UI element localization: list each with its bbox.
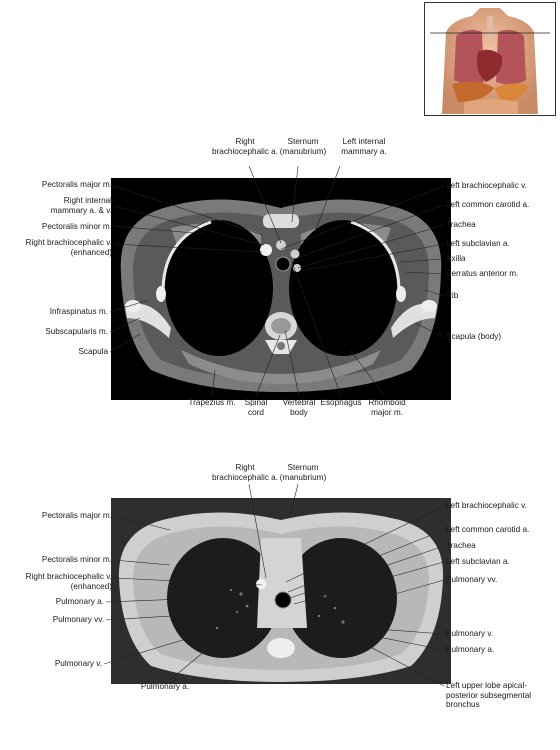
label-pulmonary-a-left: Pulmonary a. [55, 597, 104, 606]
label-left-brachiocephalic-v-2: Left brachiocephalic v. [446, 501, 527, 510]
label-pulmonary-a-bottom: Pulmonary a. [140, 682, 190, 691]
label-right-internal-mammary: Right internal mammary a. & v. [50, 196, 112, 215]
label-right-brachiocephalic-v-2: Right brachiocephalic v. (enhanced) [25, 572, 112, 591]
label-sternum: Sternum (manubrium) [279, 137, 327, 156]
label-rib: Rib [446, 291, 459, 300]
label-pulmonary-v-left: Pulmonary v. [54, 659, 102, 668]
label-serratus-anterior: Serratus anterior m. [446, 269, 519, 278]
label-pulmonary-v-right: Pulmonary v. [446, 629, 494, 638]
label-pectoralis-minor: Pectoralis minor m. [41, 222, 112, 231]
label-spinal-cord: Spinal cord [244, 398, 268, 417]
label-left-brachiocephalic-v: Left brachiocephalic v. [446, 181, 527, 190]
label-rhomboid-major: Rhomboid major m. [368, 398, 406, 417]
label-trapezius: Trapezius m. [188, 398, 236, 407]
label-right-brachiocephalic-v: Right brachiocephalic v. (enhanced) [25, 238, 112, 257]
ct-lung-window [111, 498, 451, 684]
label-subscapularis: Subscapularis m. [45, 327, 108, 336]
label-pulmonary-vv-right: Pulmonary vv. [446, 575, 498, 584]
label-right-brachiocephalic-a: Right brachiocephalic a. [212, 137, 278, 156]
label-left-internal-mammary-a: Left internal mammary a. [341, 137, 387, 156]
label-pectoralis-major: Pectoralis major m. [41, 180, 112, 189]
label-infraspinatus: Infraspinatus m. [49, 307, 108, 316]
label-pectoralis-major-2: Pectoralis major m. [41, 511, 112, 520]
label-left-subclavian-2: Left subclavian a. [446, 557, 510, 566]
label-left-common-carotid-2: Left common carotid a. [446, 525, 530, 534]
label-left-upper-lobe-bronchus: Left upper lobe apical- posterior subseg… [446, 681, 532, 710]
label-pectoralis-minor-2: Pectoralis minor m. [41, 555, 112, 564]
label-esophagus: Esophagus [320, 398, 362, 407]
label-sternum-2: Sternum (manubrium) [279, 463, 327, 482]
torso-thumbnail [424, 2, 556, 116]
label-trachea-2: Trachea [446, 541, 476, 550]
label-scapula: Scapula [78, 347, 108, 356]
label-vertebral-body: Vertebral body [282, 398, 316, 417]
label-scapula-body: Scapula (body) [446, 332, 502, 341]
label-left-common-carotid: Left common carotid a. [446, 200, 530, 209]
label-left-subclavian: Left subclavian a. [446, 239, 510, 248]
label-axilla: Axilla [446, 254, 466, 263]
label-right-brachiocephalic-a-2: Right brachiocephalic a. [212, 463, 278, 482]
ct-mediastinal-window [111, 178, 451, 400]
label-trachea: Trachea [446, 220, 476, 229]
label-pulmonary-a-right: Pulmonary a. [446, 645, 495, 654]
label-pulmonary-vv-left: Pulmonary vv. [52, 615, 104, 624]
